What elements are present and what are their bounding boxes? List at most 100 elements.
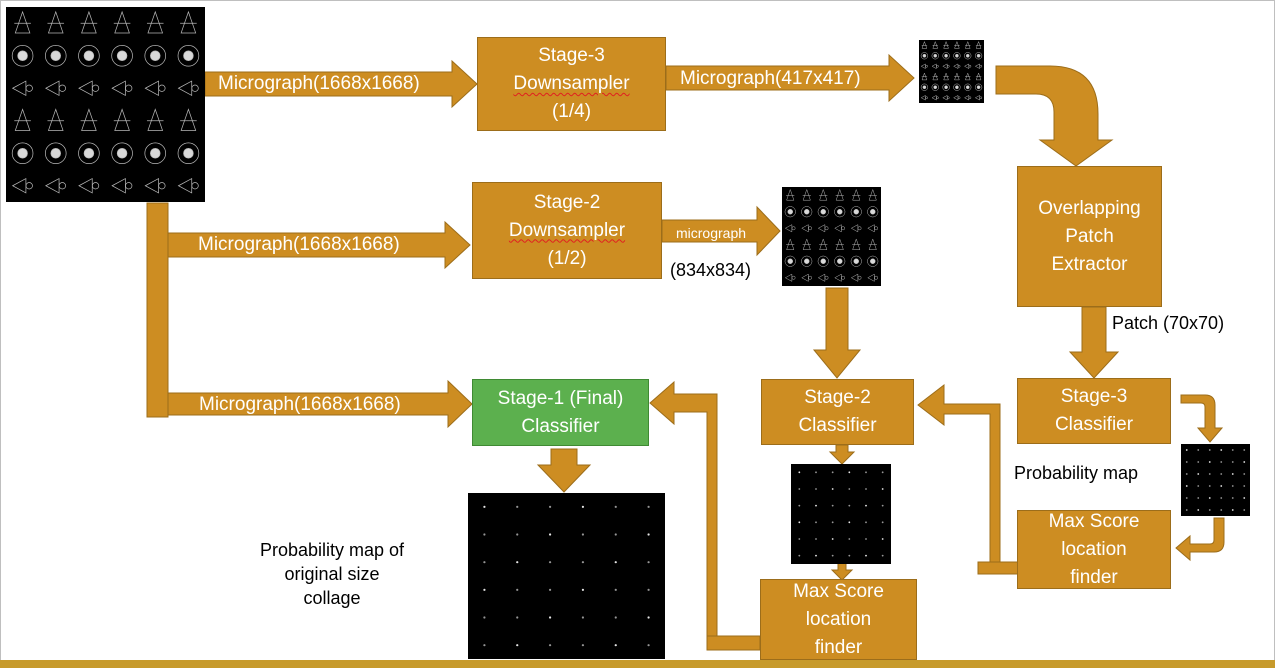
- probability-map-label: Probability map: [1014, 463, 1139, 483]
- particle-glyph: [963, 63, 972, 69]
- stage2-downsampler-ratio: (1/2): [547, 247, 587, 269]
- particle-glyph: [144, 44, 167, 67]
- particle-glyph: [867, 255, 879, 267]
- probability-peak-dot: [831, 538, 834, 540]
- patch-extractor-line1: Overlapping: [1038, 197, 1141, 219]
- probability-peak-dot: [647, 644, 650, 647]
- stage3-downsampler-box: Stage-3 Downsampler (1/4): [477, 37, 666, 131]
- arrow-stage2-classifier-to-probability-map: [828, 444, 856, 465]
- arrow-probability-map-to-max-score-right: [1175, 517, 1225, 562]
- particle-glyph: [817, 224, 829, 233]
- particle-glyph: [801, 273, 812, 282]
- stage1-classifier-title: Stage-1 (Final): [497, 387, 624, 409]
- particle-glyph: [965, 40, 971, 49]
- probability-peak-dot: [831, 504, 834, 507]
- micrograph-input-image: [6, 7, 205, 202]
- stage3-classifier-name: Classifier: [1054, 414, 1134, 435]
- stage1-final-classifier-box: Stage-1 (Final) Classifier: [472, 379, 649, 446]
- probability-peak-dot: [614, 644, 617, 647]
- probability-peak-dot: [1220, 485, 1223, 487]
- particle-glyph: [867, 224, 878, 233]
- bottom-accent-bar: [0, 660, 1275, 668]
- probability-peak-dot: [1197, 485, 1200, 487]
- particle-glyph: [45, 177, 66, 194]
- particle-glyph: [931, 83, 939, 91]
- max-score-finder-right-box: Max Score location finder: [1017, 510, 1171, 589]
- micrograph-834-texture: [784, 188, 879, 282]
- particle-glyph: [819, 188, 828, 201]
- particle-glyph: [784, 255, 796, 267]
- probability-peak-dot: [581, 644, 585, 647]
- probability-peak-dot: [1243, 497, 1246, 499]
- stage3-downsampler-title: Stage-3: [538, 45, 605, 66]
- max-score-right-line2: location: [1061, 538, 1127, 560]
- particle-glyph: [801, 206, 813, 218]
- particle-glyph: [931, 52, 939, 60]
- particle-glyph: [817, 273, 829, 282]
- particle-glyph: [942, 83, 950, 91]
- probability-peak-dot: [1197, 461, 1200, 463]
- probability-peak-dot: [516, 533, 519, 536]
- particle-glyph: [953, 63, 961, 69]
- particle-glyph: [44, 44, 67, 67]
- probability-peak-dot: [815, 488, 817, 490]
- patch-extractor-box: Overlapping Patch Extractor: [1017, 166, 1162, 307]
- patch-extractor-line3: Extractor: [1051, 253, 1128, 275]
- max-score-middle-line3: finder: [814, 636, 863, 658]
- particle-glyph: [819, 238, 828, 250]
- stage2-downsampler-title: Stage-2: [533, 191, 601, 213]
- particle-glyph: [974, 83, 983, 91]
- probability-peak-dot: [647, 533, 650, 536]
- particle-glyph: [850, 255, 862, 267]
- probability-map-final-image: [468, 493, 665, 659]
- probability-peak-dot: [831, 554, 834, 557]
- final-caption-line3: collage: [303, 588, 361, 608]
- particle-glyph: [834, 255, 846, 267]
- particle-glyph: [932, 40, 938, 49]
- probability-peak-dot: [483, 561, 486, 564]
- probability-peak-dot: [815, 504, 817, 507]
- probability-peak-dot: [1185, 473, 1188, 475]
- probability-peak-dot: [865, 504, 867, 507]
- probability-peak-dot: [1231, 497, 1234, 499]
- probability-peak-dot: [831, 521, 834, 524]
- probability-peak-dot: [614, 588, 617, 591]
- particle-glyph: [802, 188, 811, 201]
- particle-glyph: [177, 142, 200, 165]
- particle-glyph: [144, 80, 166, 97]
- particle-glyph: [78, 142, 100, 165]
- particle-glyph: [964, 52, 972, 60]
- particle-glyph: [868, 188, 877, 201]
- stage2-downsampler-name: Downsampler: [508, 219, 626, 241]
- particle-glyph: [942, 63, 950, 69]
- probability-peak-dot: [1208, 449, 1211, 451]
- probability-peak-dot: [516, 616, 519, 619]
- arrow-input-to-stage1-classifier: [167, 379, 473, 429]
- particle-glyph: [867, 206, 879, 218]
- probability-peak-dot: [1185, 449, 1188, 451]
- probability-map-stage2-dots: [798, 471, 884, 557]
- particle-glyph: [817, 255, 829, 267]
- probability-peak-dot: [548, 505, 552, 508]
- particle-glyph: [784, 206, 796, 218]
- probability-peak-dot: [1208, 497, 1211, 499]
- arrow-max-score-right-to-stage2-classifier: [917, 383, 1019, 575]
- particle-glyph: [954, 40, 960, 49]
- probability-peak-dot: [1220, 461, 1223, 463]
- particle-glyph: [801, 224, 812, 233]
- probability-peak-dot: [881, 504, 884, 507]
- micrograph-input-texture: [11, 10, 200, 194]
- particle-glyph: [111, 177, 133, 194]
- particle-glyph: [921, 40, 928, 49]
- probability-peak-dot: [647, 588, 650, 591]
- arrow-input-to-stage2-downsampler: [167, 220, 471, 270]
- particle-glyph: [144, 177, 166, 194]
- probability-peak-dot: [1243, 449, 1246, 451]
- probability-peak-dot: [848, 554, 851, 557]
- probability-peak-dot: [1243, 473, 1246, 475]
- particle-glyph: [834, 206, 846, 218]
- arrow-417-image-to-patch-extractor: [995, 65, 1114, 167]
- probability-peak-dot: [881, 554, 884, 557]
